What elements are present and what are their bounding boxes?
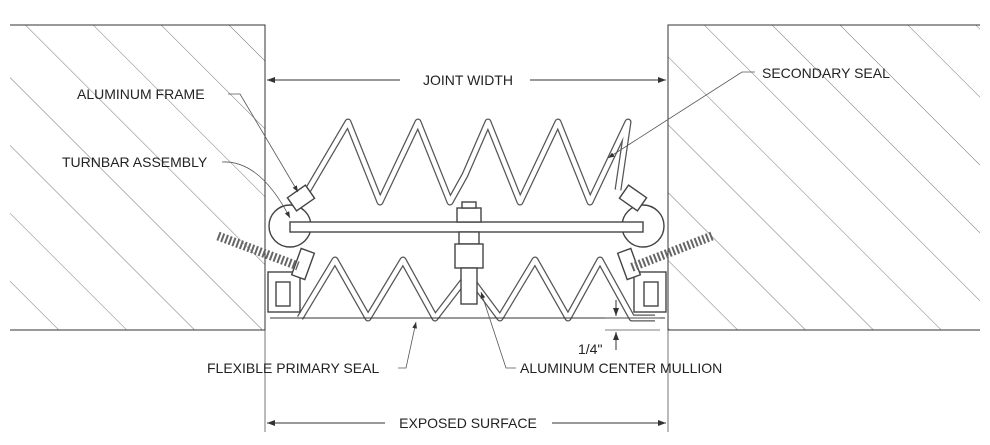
flexible-primary-seal-leader [398, 321, 417, 369]
aluminum-frame-left [216, 184, 316, 313]
aluminum-center-mullion-label: ALUMINUM CENTER MULLION [520, 360, 722, 376]
quarter-inch-label: 1/4" [578, 341, 602, 357]
secondary-seal-label: SECONDARY SEAL [762, 65, 890, 81]
aluminum-frame-right [616, 184, 714, 313]
exposed-surface-label: EXPOSED SURFACE [399, 415, 537, 431]
turnbar-assembly-label: TURNBAR ASSEMBLY [62, 154, 208, 170]
turnbar-assembly-leader [221, 161, 291, 219]
right-substrate [667, 24, 980, 331]
aluminum-center-mullion [454, 201, 484, 305]
secondary-seal-leader [607, 71, 755, 159]
aluminum-frame-leader [228, 93, 299, 193]
joint-width-label: JOINT WIDTH [423, 72, 513, 88]
aluminum-frame-label: ALUMINUM FRAME [77, 86, 205, 102]
quarter-inch-dimension [605, 300, 660, 350]
left-substrate [10, 24, 266, 331]
secondary-seal [304, 118, 632, 206]
flexible-primary-seal-label: FLEXIBLE PRIMARY SEAL [207, 360, 379, 376]
aluminum-center-mullion-leader [480, 291, 516, 369]
